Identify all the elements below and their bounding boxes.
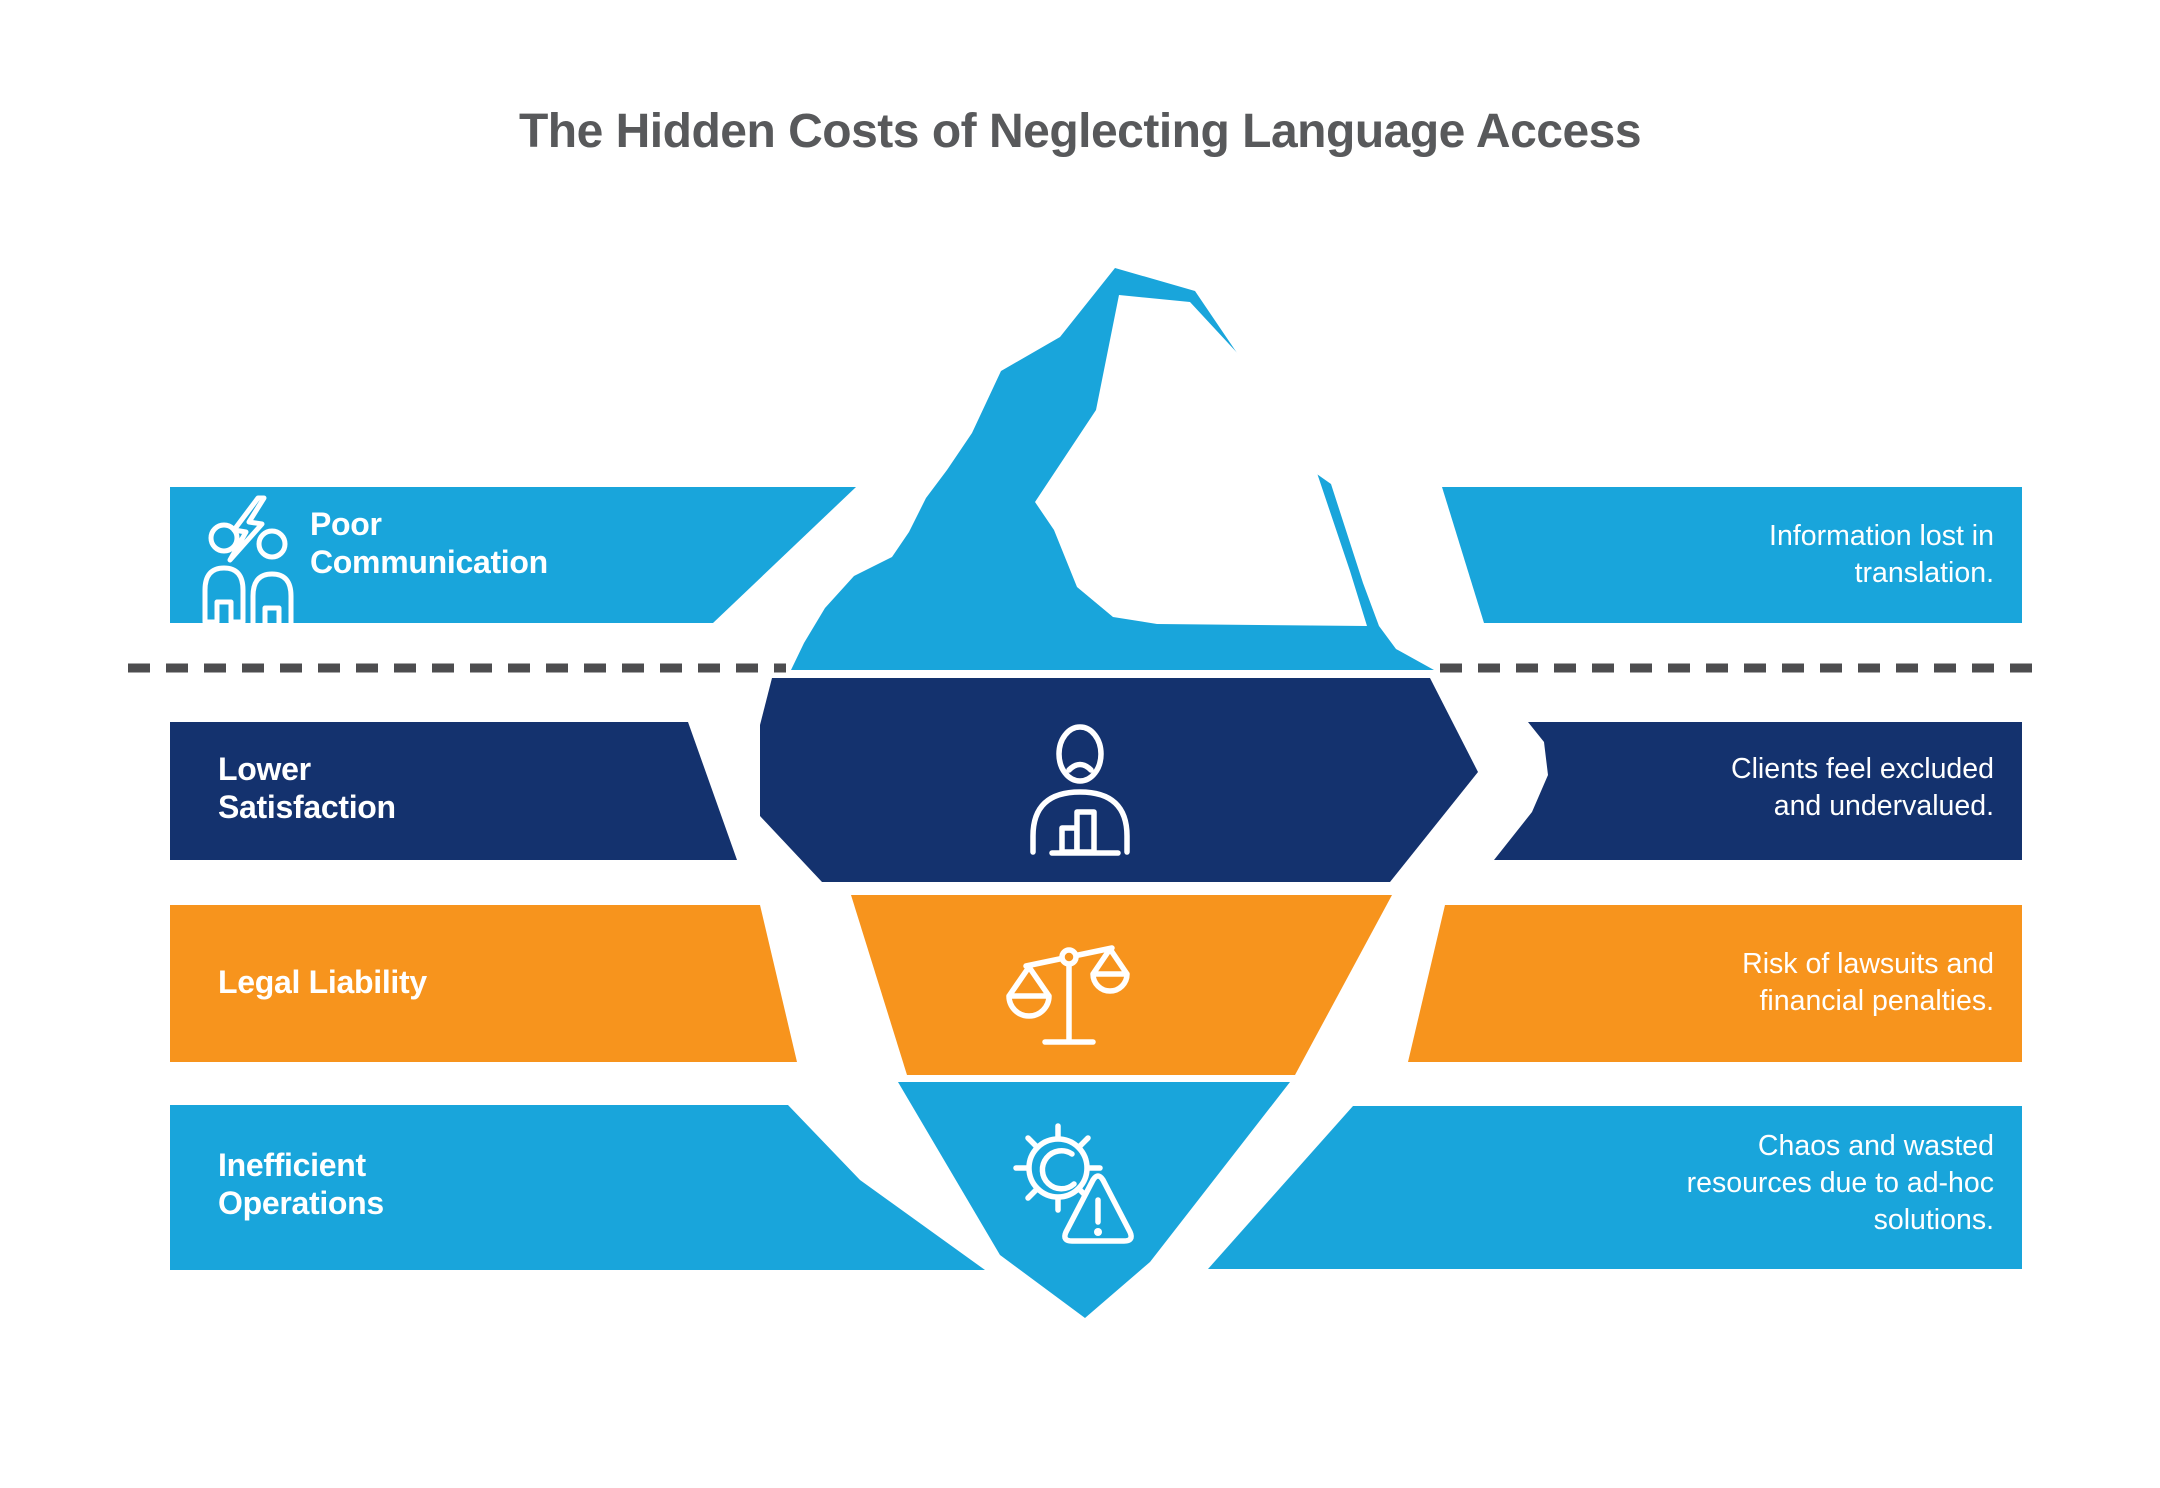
banner-left-poor-communication [170, 487, 856, 623]
description-legal-liability: Risk of lawsuits and financial penalties… [1742, 948, 1994, 1017]
gear-warning-icon [1013, 1123, 1134, 1244]
description-inefficient-operations: Chaos and wasted resources due to ad-hoc… [1686, 1130, 1994, 1236]
label-inefficient-operations: Inefficient Operations [218, 1147, 384, 1221]
label-poor-communication: Poor Communication [310, 506, 548, 580]
iceberg-band-lower-satisfaction [760, 678, 1478, 882]
banner-left-inefficient-operations [170, 1105, 985, 1270]
justice-scales-icon [1006, 945, 1130, 1045]
label-legal-liability: Legal Liability [218, 964, 427, 1000]
description-poor-communication: Information lost in translation. [1769, 520, 1994, 589]
page-title: The Hidden Costs of Neglecting Language … [518, 105, 1642, 158]
iceberg-tip-highlight [1035, 295, 1367, 626]
banner-left-lower-satisfaction [170, 722, 737, 860]
people-conflict-icon [202, 495, 294, 631]
label-lower-satisfaction: Lower Satisfaction [218, 751, 396, 825]
description-lower-satisfaction: Clients feel excluded and undervalued. [1731, 753, 1994, 822]
banner-right-lower-satisfaction [1494, 722, 2022, 860]
banner-right-poor-communication [1442, 487, 2022, 623]
sad-client-desk-icon [1030, 724, 1130, 856]
banner-left-legal-liability [170, 905, 797, 1062]
banner-right-inefficient-operations [1208, 1106, 2022, 1269]
banner-right-legal-liability [1408, 905, 2022, 1062]
